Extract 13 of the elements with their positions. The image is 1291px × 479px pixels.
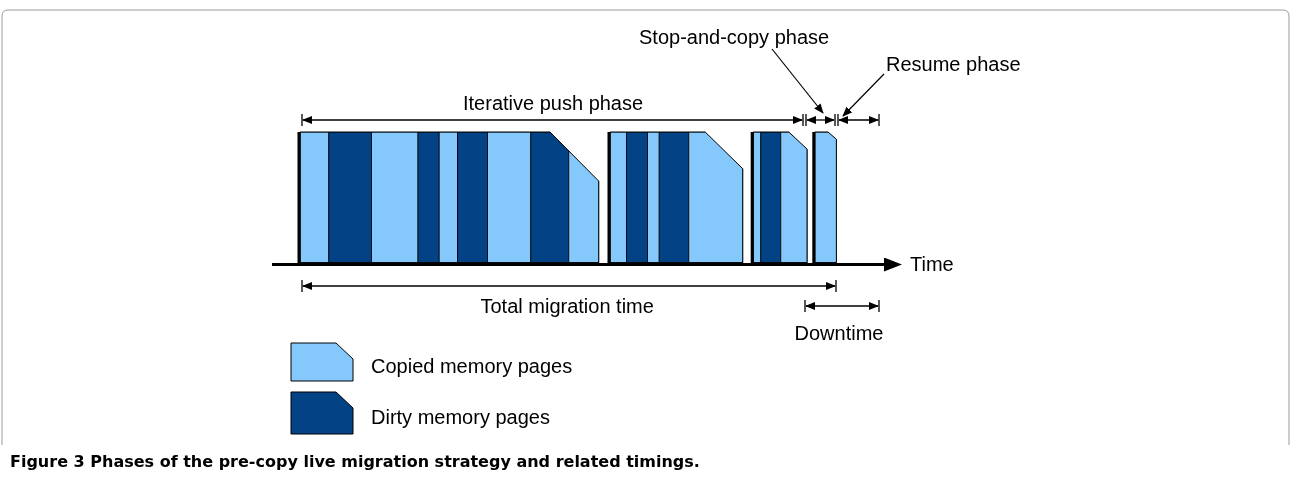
dimension-line [805, 113, 836, 127]
leader-line [842, 73, 885, 117]
phase-label: Stop-and-copy phase [639, 25, 830, 49]
legend-label: Dirty memory pages [371, 405, 550, 429]
legend-label: Copied memory pages [371, 354, 573, 378]
text-label: Iterative push phase [463, 91, 644, 115]
figure-caption: Figure 3 Phases of the pre-copy live migration strategy and related timings. [10, 452, 700, 472]
text-label: Total migration time [480, 294, 654, 318]
leader-line [771, 48, 824, 114]
dimension-line [837, 113, 880, 127]
text-label: Time [910, 252, 954, 276]
text-label: Downtime [794, 321, 884, 345]
phase-label: Resume phase [886, 52, 1021, 76]
